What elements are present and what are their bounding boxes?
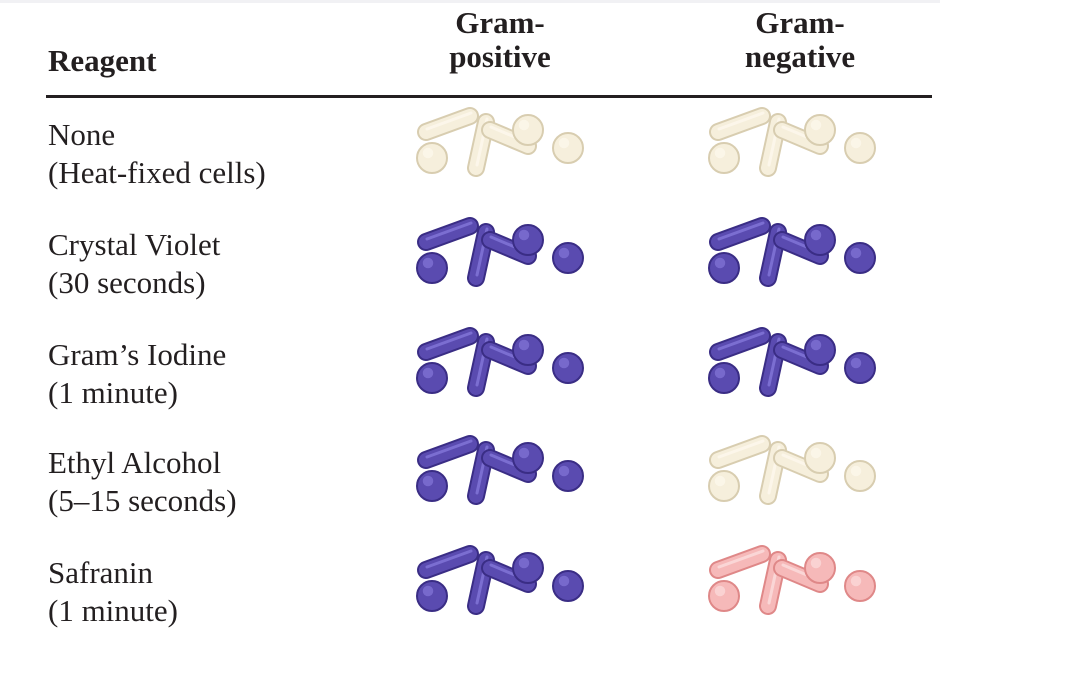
coccus-cell <box>416 142 448 174</box>
top-border <box>0 0 940 3</box>
reagent-name: Ethyl Alcohol <box>48 445 222 480</box>
coccus-cell <box>416 580 448 612</box>
reagent-label: None (Heat-fixed cells) <box>48 116 266 192</box>
rod-cell <box>417 435 479 469</box>
table-row: Crystal Violet (30 seconds) <box>0 217 1075 326</box>
rod-cell <box>709 435 771 469</box>
header-gram-positive-line2: positive <box>449 39 551 74</box>
coccus-cell <box>804 334 836 366</box>
header-gram-negative: Gram- negative <box>680 6 920 74</box>
gram-positive-cells <box>416 217 584 287</box>
coccus-cell <box>512 552 544 584</box>
rod-cell <box>709 545 771 579</box>
coccus-cell <box>844 132 876 164</box>
coccus-cell <box>708 252 740 284</box>
reagent-detail: (1 minute) <box>48 375 178 410</box>
coccus-cell <box>552 570 584 602</box>
coccus-cell <box>552 242 584 274</box>
gram-negative-cells <box>708 107 876 177</box>
coccus-cell <box>552 132 584 164</box>
table-row: Safranin (1 minute) <box>0 545 1075 654</box>
rod-cell <box>709 217 771 251</box>
coccus-cell <box>708 142 740 174</box>
coccus-cell <box>804 442 836 474</box>
gram-positive-cells <box>416 435 584 505</box>
reagent-detail: (Heat-fixed cells) <box>48 155 266 190</box>
header-gram-positive: Gram- positive <box>380 6 620 74</box>
gram-negative-cells <box>708 327 876 397</box>
coccus-cell <box>512 224 544 256</box>
reagent-label: Safranin (1 minute) <box>48 554 178 630</box>
coccus-cell <box>844 570 876 602</box>
coccus-cell <box>512 334 544 366</box>
reagent-label: Crystal Violet (30 seconds) <box>48 226 220 302</box>
coccus-cell <box>844 460 876 492</box>
table-row: None (Heat-fixed cells) <box>0 107 1075 216</box>
reagent-label: Ethyl Alcohol (5–15 seconds) <box>48 444 237 520</box>
reagent-name: Crystal Violet <box>48 227 221 262</box>
rod-cell <box>709 327 771 361</box>
gram-positive-cells <box>416 327 584 397</box>
coccus-cell <box>844 242 876 274</box>
coccus-cell <box>708 362 740 394</box>
rod-cell <box>709 107 771 141</box>
coccus-cell <box>804 224 836 256</box>
gram-negative-cells <box>708 435 876 505</box>
reagent-detail: (5–15 seconds) <box>48 483 237 518</box>
coccus-cell <box>512 114 544 146</box>
rod-cell <box>417 217 479 251</box>
gram-negative-cells <box>708 545 876 615</box>
rod-cell <box>417 545 479 579</box>
coccus-cell <box>804 114 836 146</box>
gram-positive-cells <box>416 107 584 177</box>
coccus-cell <box>552 352 584 384</box>
header-reagent: Reagent <box>48 43 157 78</box>
coccus-cell <box>804 552 836 584</box>
header-gram-positive-line1: Gram- <box>455 5 545 40</box>
reagent-name: None <box>48 117 116 152</box>
gram-negative-cells <box>708 217 876 287</box>
table-row: Gram’s Iodine (1 minute) <box>0 327 1075 436</box>
header-rule <box>46 95 932 98</box>
coccus-cell <box>416 470 448 502</box>
gram-positive-cells <box>416 545 584 615</box>
coccus-cell <box>416 362 448 394</box>
coccus-cell <box>416 252 448 284</box>
rod-cell <box>417 327 479 361</box>
header-gram-negative-line1: Gram- <box>755 5 845 40</box>
coccus-cell <box>708 580 740 612</box>
header-gram-negative-line2: negative <box>744 39 856 74</box>
reagent-detail: (30 seconds) <box>48 265 206 300</box>
coccus-cell <box>552 460 584 492</box>
coccus-cell <box>844 352 876 384</box>
coccus-cell <box>708 470 740 502</box>
reagent-name: Gram’s Iodine <box>48 337 227 372</box>
table-row: Ethyl Alcohol (5–15 seconds) <box>0 435 1075 544</box>
reagent-name: Safranin <box>48 555 154 590</box>
reagent-label: Gram’s Iodine (1 minute) <box>48 336 226 412</box>
coccus-cell <box>512 442 544 474</box>
reagent-detail: (1 minute) <box>48 593 178 628</box>
rod-cell <box>417 107 479 141</box>
